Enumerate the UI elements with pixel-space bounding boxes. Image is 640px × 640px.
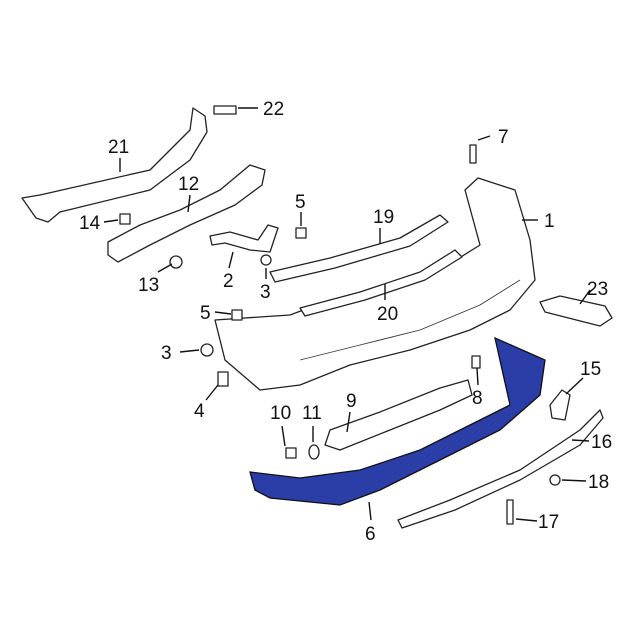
- callout-3: 3: [260, 282, 271, 303]
- part-23-reflector: [539, 295, 613, 327]
- part-19-strip: [269, 214, 449, 283]
- callout-7: 7: [498, 127, 509, 148]
- callout-10: 10: [270, 403, 291, 424]
- callout-5: 5: [295, 192, 306, 213]
- callout-1: 1: [544, 211, 555, 232]
- callout-16: 16: [591, 432, 612, 453]
- part-12-absorber: [107, 164, 266, 263]
- callout-labels: 22 21 7 12 5 19 1 14 2 3 13 20 23 5 3 15…: [79, 99, 612, 545]
- callout-17: 17: [538, 512, 559, 533]
- part-21-reinforcement: [21, 107, 208, 223]
- callout-11: 11: [302, 403, 322, 424]
- callout-15: 15: [580, 359, 601, 380]
- callout-4: 4: [194, 401, 205, 422]
- callout-13: 13: [138, 275, 159, 296]
- callout-12: 12: [178, 174, 199, 195]
- callout-5: 5: [200, 303, 211, 324]
- callout-19: 19: [373, 207, 394, 228]
- callout-9: 9: [346, 391, 357, 412]
- callout-6: 6: [365, 524, 376, 545]
- callout-14: 14: [79, 213, 101, 234]
- callout-20: 20: [377, 304, 398, 325]
- callout-18: 18: [588, 472, 609, 493]
- callout-23: 23: [587, 279, 608, 300]
- callout-22: 22: [263, 99, 284, 120]
- part-20-strip: [299, 249, 463, 317]
- part-15-bracket: [549, 389, 571, 421]
- fasteners: [119, 105, 561, 525]
- callout-8: 8: [472, 388, 483, 409]
- part-6-lower-valance: [249, 336, 546, 506]
- part-2-bracket: [209, 224, 279, 253]
- callout-21: 21: [108, 137, 129, 158]
- part-16-skid-plate: [397, 409, 604, 529]
- leader-lines: [103, 107, 591, 522]
- callout-2: 2: [223, 271, 234, 292]
- part-9-bracket: [324, 379, 473, 451]
- callout-3: 3: [161, 343, 172, 364]
